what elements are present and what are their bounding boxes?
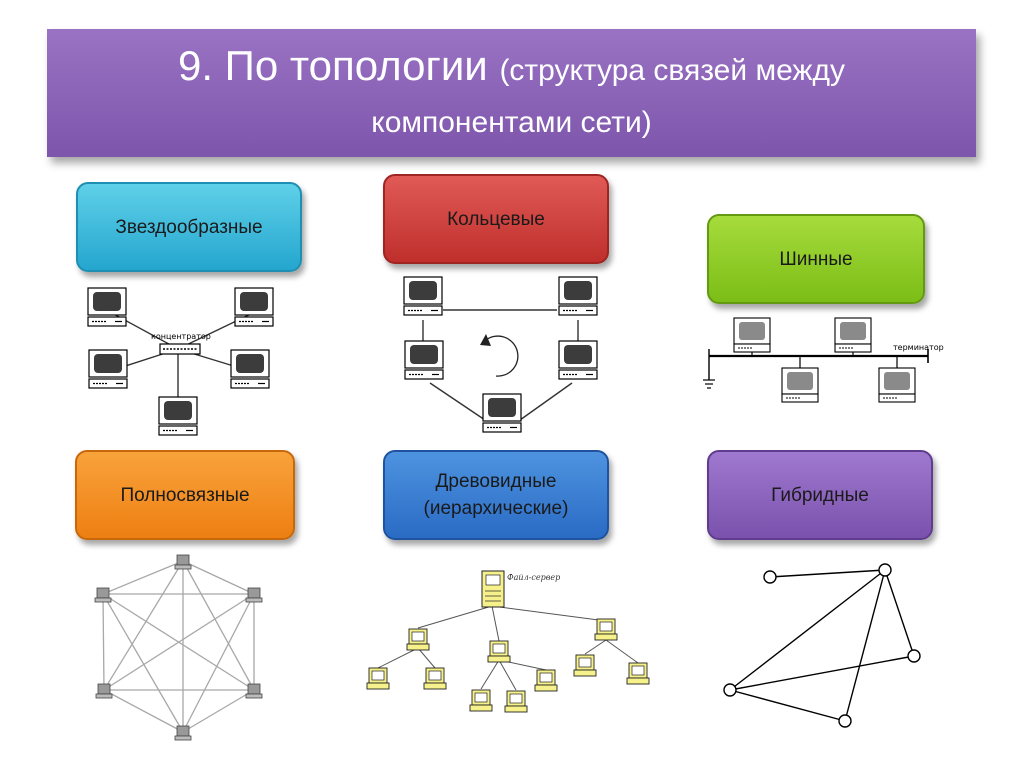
computer-icon	[174, 554, 192, 570]
arrowhead-icon	[480, 334, 491, 346]
ring-direction-arrow	[485, 335, 519, 377]
computer-icon	[245, 587, 263, 603]
node-icon	[878, 563, 892, 577]
computer-icon	[469, 689, 493, 712]
ring-diagram	[403, 276, 598, 433]
computer-icon	[504, 690, 528, 713]
bus-topology-label: Шинные	[779, 248, 853, 270]
star-topology-box: Звездообразные	[76, 182, 302, 272]
computer-icon	[230, 349, 270, 389]
computer-icon	[87, 287, 127, 327]
hybrid-diagram	[723, 563, 921, 728]
computer-icon	[626, 662, 650, 685]
node-icon	[838, 714, 852, 728]
computer-icon	[234, 287, 274, 327]
computer-icon	[245, 683, 263, 699]
bus-diagram: терминатор	[703, 317, 944, 403]
node-icon	[763, 570, 777, 584]
terminator-label: терминатор	[893, 343, 944, 352]
node-icon	[907, 649, 921, 663]
computer-icon	[94, 587, 112, 603]
mesh-diagram	[94, 554, 263, 741]
hub-label: концентратор	[151, 332, 211, 341]
title-banner: 9. По топологии (структура связей между …	[47, 29, 976, 157]
computer-icon	[733, 317, 771, 353]
computer-icon	[487, 640, 511, 663]
computer-icon	[88, 349, 128, 389]
mesh-topology-label: Полносвязные	[120, 484, 250, 506]
computer-icon	[558, 340, 598, 380]
computer-icon	[423, 667, 447, 690]
computer-icon	[404, 340, 444, 380]
computer-icon	[594, 618, 618, 641]
computer-icon	[573, 654, 597, 677]
computer-icon	[406, 628, 430, 651]
title-line-2: компонентами сети)	[371, 106, 652, 139]
computer-icon	[174, 725, 192, 741]
computer-icon	[878, 367, 916, 403]
computer-icon	[366, 667, 390, 690]
tree-topology-label: Древовидные (иерархические)	[424, 468, 569, 522]
hybrid-topology-label: Гибридные	[771, 484, 869, 506]
computer-icon	[834, 317, 872, 353]
hub-icon	[159, 343, 201, 355]
hybrid-topology-box: Гибридные	[707, 450, 933, 540]
title-main: 9. По топологии	[177, 42, 488, 89]
star-diagram: концентратор	[87, 287, 274, 436]
node-icon	[723, 683, 737, 697]
tree-label-line-2: (иерархические)	[423, 498, 569, 519]
title-line-1: 9. По топологии (структура связей между	[47, 37, 976, 100]
ring-topology-label: Кольцевые	[447, 208, 545, 230]
mesh-topology-box: Полносвязные	[75, 450, 295, 540]
computer-icon	[558, 276, 598, 316]
computer-icon	[158, 396, 198, 436]
computer-icon	[95, 683, 113, 699]
star-topology-label: Звездообразные	[115, 216, 263, 238]
file-server-label: Файл-сервер	[507, 573, 560, 582]
computer-icon	[781, 367, 819, 403]
computer-icon	[403, 276, 443, 316]
ring-topology-box: Кольцевые	[383, 174, 609, 264]
tree-diagram: Файл-сервер	[366, 570, 650, 713]
title-subtitle: (структура связей между	[499, 54, 846, 87]
file-server-icon	[481, 570, 505, 608]
computer-icon	[482, 393, 522, 433]
tree-label-line-1: Древовидные	[435, 471, 557, 492]
tree-topology-box: Древовидные (иерархические)	[383, 450, 609, 540]
bus-topology-box: Шинные	[707, 214, 925, 304]
computer-icon	[534, 669, 558, 692]
